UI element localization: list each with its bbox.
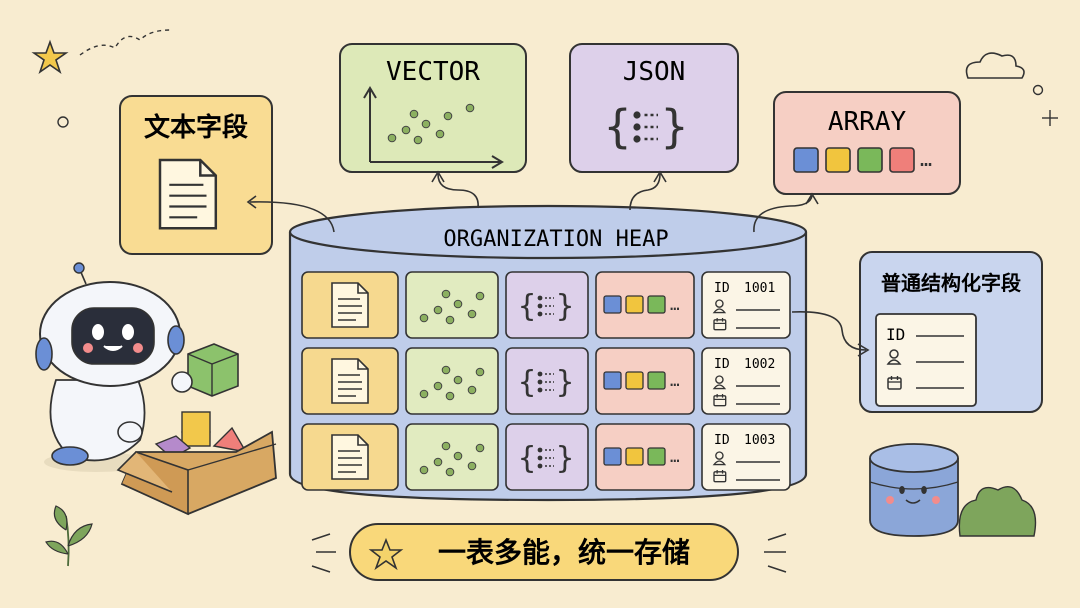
slogan-banner: 一表多能，统一存储 — [311, 523, 787, 581]
plant-icon — [45, 505, 93, 567]
circle-doodle — [1032, 84, 1044, 96]
ellipsis-text: … — [670, 295, 680, 314]
structured-id-label: ID — [886, 325, 905, 344]
array-square — [603, 295, 622, 314]
row-id-value: 1002 — [744, 357, 775, 372]
star-icon — [31, 39, 69, 75]
array-square — [625, 295, 644, 314]
slogan-text: 一表多能，统一存储 — [438, 536, 690, 569]
vector-title: VECTOR — [386, 57, 480, 87]
cloud-icon — [965, 52, 1025, 79]
arrow-heap-to-array — [753, 195, 813, 233]
vector-box: VECTOR — [339, 43, 527, 173]
row-id-value: 1003 — [744, 433, 775, 448]
document-icon — [331, 434, 369, 480]
row-id-value: 1001 — [744, 281, 775, 296]
row-id-label: ID — [714, 357, 730, 372]
array-squares — [793, 147, 915, 173]
array-box: ARRAY … — [773, 91, 961, 195]
array-title: ARRAY — [828, 107, 907, 137]
heap-cell-scatter — [405, 271, 499, 339]
heap-cell-array — [595, 423, 695, 491]
document-icon — [158, 158, 218, 230]
heap-cell-id — [701, 347, 791, 415]
green-cube-icon — [171, 343, 239, 397]
heap-cell-array — [595, 347, 695, 415]
connectors — [246, 170, 870, 357]
array-square — [793, 147, 819, 173]
arrow-heap-to-structured — [791, 311, 867, 351]
array-square — [603, 371, 622, 390]
organization-heap: ORGANIZATION HEAP … ID 1001 … ID 1002 … ID 1003 — [288, 204, 808, 502]
cardboard-box-icon — [116, 411, 277, 516]
bush-icon — [958, 486, 1037, 537]
sparkle-icon — [1042, 110, 1058, 126]
heap-row: … ID 1001 — [301, 271, 791, 339]
heap-row: … ID 1003 — [301, 423, 791, 491]
text-field-title: 文本字段 — [144, 112, 248, 143]
structured-field-title: 普通结构化字段 — [881, 271, 1021, 295]
array-square — [647, 447, 666, 466]
circle-doodle — [57, 116, 69, 128]
robot-icon — [35, 262, 185, 472]
array-square — [647, 371, 666, 390]
heap-title: ORGANIZATION HEAP — [443, 227, 668, 252]
ellipsis-text: … — [670, 371, 680, 390]
heap-cell-scatter — [405, 423, 499, 491]
array-square — [647, 295, 666, 314]
arrow-heap-to-text — [249, 201, 335, 233]
scatter-plot-icon — [363, 86, 504, 169]
star-icon — [368, 537, 404, 571]
ellipsis-text: … — [670, 447, 680, 466]
heap-cell-id — [701, 423, 791, 491]
array-square — [625, 371, 644, 390]
heap-row: … ID 1002 — [301, 347, 791, 415]
json-box: JSON — [569, 43, 739, 173]
document-icon — [331, 282, 369, 328]
heap-cell-id — [701, 271, 791, 339]
array-square — [625, 447, 644, 466]
array-square — [889, 147, 915, 173]
row-id-label: ID — [714, 433, 730, 448]
arrow-heap-to-json — [629, 173, 661, 211]
array-square — [603, 447, 622, 466]
array-square — [857, 147, 883, 173]
document-icon — [331, 358, 369, 404]
text-field-box: 文本字段 — [119, 95, 273, 255]
arrow-heap-to-vector — [437, 173, 479, 209]
ellipsis-text: … — [920, 147, 932, 171]
array-square — [825, 147, 851, 173]
row-id-label: ID — [714, 281, 730, 296]
json-title: JSON — [623, 57, 686, 87]
structured-field-box: 普通结构化字段 ID — [859, 251, 1043, 413]
heap-cell-array — [595, 271, 695, 339]
dashed-doodle — [79, 29, 171, 56]
database-mascot-icon — [869, 443, 959, 537]
heap-cell-scatter — [405, 347, 499, 415]
